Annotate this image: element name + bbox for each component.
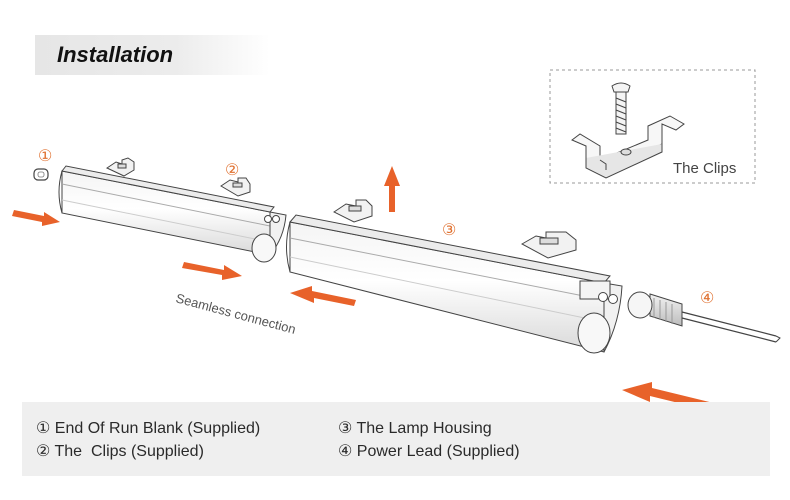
legend-item-3: ③ The Lamp Housing [338,420,492,437]
clip-left-a [105,157,135,177]
arrow-middle-left [290,286,356,306]
callout-2: ② [225,162,239,179]
clip-right-b [520,231,577,259]
screw-icon [611,82,631,135]
callout-3: ③ [442,222,456,239]
page-title: Installation [57,42,174,67]
legend-item-2: ② The Clips (Supplied) [36,443,204,460]
arrow-middle-right [182,262,242,280]
clip-icon [571,115,685,179]
arrow-up [384,166,400,212]
power-lead [627,291,781,343]
inset-label: The Clips [673,160,736,177]
clip-right-a [333,199,373,223]
callout-4: ④ [700,290,714,307]
clips-inset: The Clips [549,69,756,184]
clip-left-b [220,177,251,197]
left-lamp-housing [58,165,287,263]
seamless-connection-label: Seamless connection [174,290,297,336]
legend-item-1: ① End Of Run Blank (Supplied) [36,420,261,437]
right-lamp-housing [286,214,623,354]
legend-item-4: ④ Power Lead (Supplied) [338,443,520,460]
arrow-left-end [12,210,60,226]
title-bar: Installation [35,35,270,75]
end-cap-blank [33,168,49,181]
callout-1: ① [38,148,52,165]
inset-frame [549,69,756,184]
legend-box: ① End Of Run Blank (Supplied) ② The Clip… [22,402,770,476]
